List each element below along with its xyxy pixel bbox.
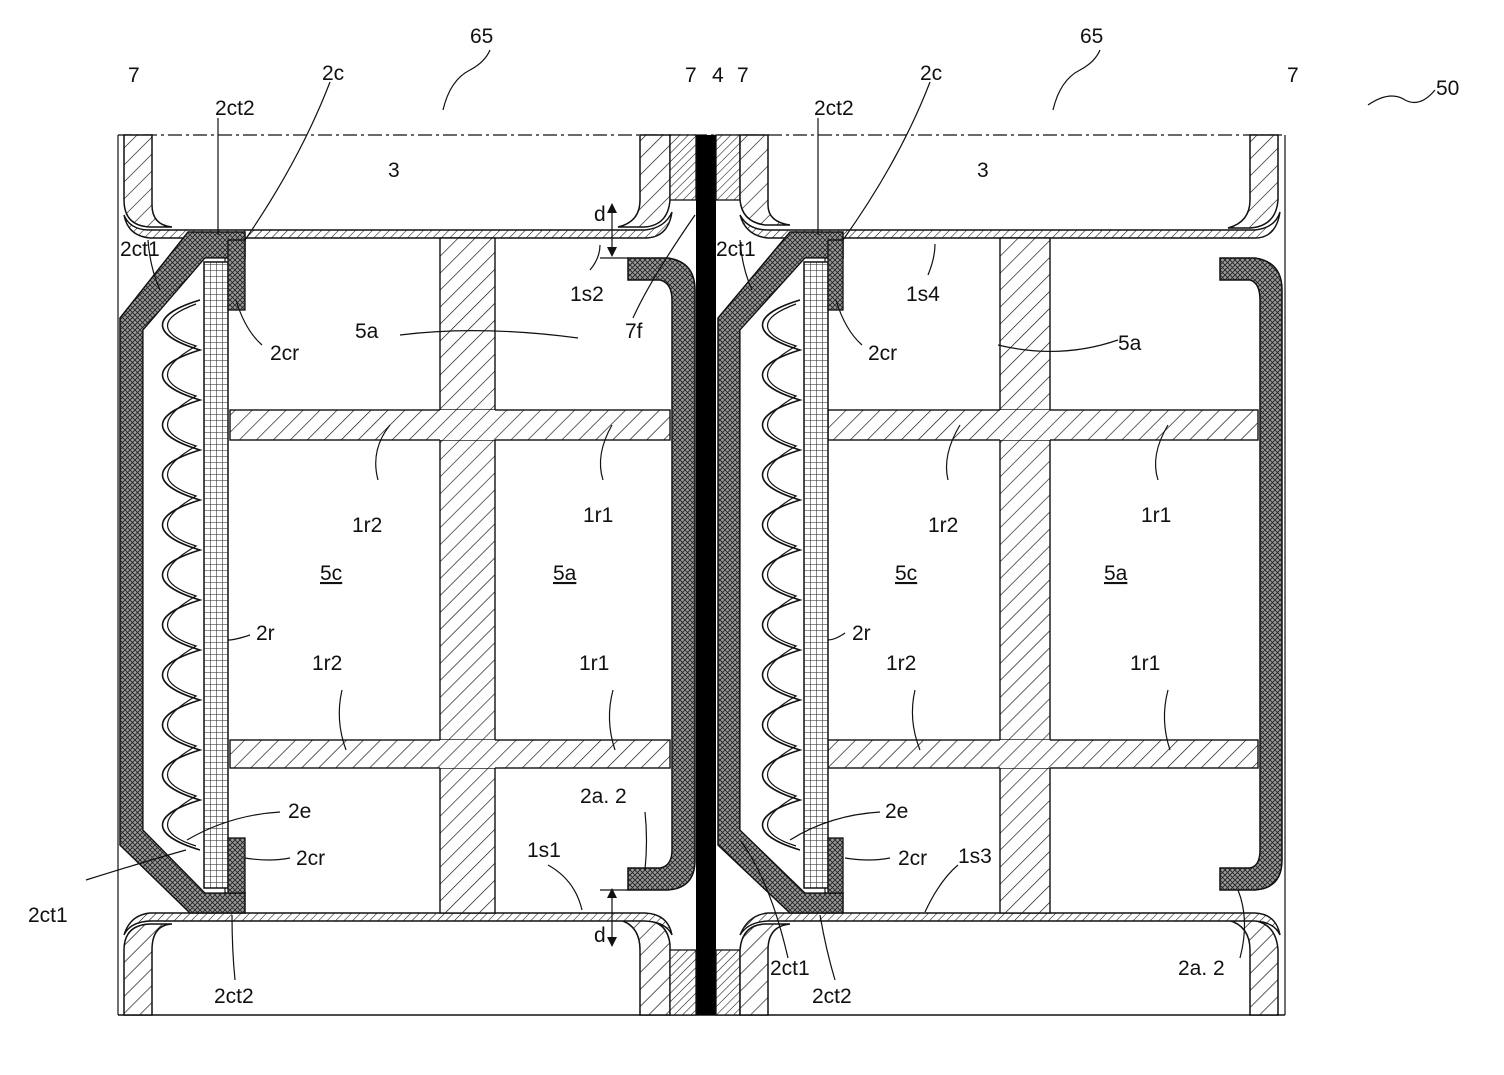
label-2r-left: 2r	[256, 622, 275, 645]
seal-7-top-sep-left	[670, 135, 696, 200]
label-5a-top-right: 5a	[1118, 332, 1142, 355]
label-1r1-d: 1r1	[1130, 652, 1160, 675]
label-2cr-top-right: 2cr	[868, 342, 897, 365]
label-2ct1-bottom-left: 2ct1	[28, 904, 68, 927]
label-2ct2-bottom-left: 2ct2	[214, 985, 254, 1008]
label-2ct1-bottom-right: 2ct1	[770, 957, 810, 980]
label-2e-right: 2e	[885, 800, 908, 823]
label-65-right: 65	[1080, 25, 1103, 48]
label-d-top: d	[594, 203, 606, 226]
label-1r1-a: 1r1	[583, 504, 613, 527]
label-3-left: 3	[388, 159, 400, 182]
seal-7-bottom-right-b	[1228, 920, 1278, 1015]
label-2c-left: 2c	[322, 62, 344, 85]
label-3-right: 3	[977, 159, 989, 182]
label-1r2-c: 1r2	[312, 652, 342, 675]
label-2a2-bottom: 2a. 2	[1178, 957, 1225, 980]
gap-dimension	[600, 203, 628, 947]
label-7f: 7f	[625, 320, 643, 343]
label-5a-mid-right: 5a	[1104, 562, 1128, 585]
label-1r2-a: 1r2	[352, 514, 382, 537]
label-7-c: 7	[737, 64, 749, 87]
label-2ct2-top-left: 2ct2	[215, 97, 255, 120]
label-1r1-b: 1r1	[1141, 504, 1171, 527]
label-5c-right: 5c	[895, 562, 917, 585]
seal-7-top-right-a	[740, 135, 790, 225]
label-1s3: 1s3	[958, 845, 992, 868]
label-1r2-d: 1r2	[886, 652, 916, 675]
label-4: 4	[712, 64, 724, 87]
label-1s2: 1s2	[570, 283, 604, 306]
seal-7-bottom-mid	[620, 920, 670, 1015]
label-2e-left: 2e	[288, 800, 311, 823]
electrode-2r-left	[204, 262, 228, 888]
label-65-left: 65	[470, 25, 493, 48]
label-2cr-bottom-right: 2cr	[898, 847, 927, 870]
label-2ct2-bottom-right: 2ct2	[812, 985, 852, 1008]
terminal-2a2-left	[628, 258, 695, 890]
label-1r1-c: 1r1	[579, 652, 609, 675]
label-50: 50	[1436, 77, 1459, 100]
right-cell	[716, 135, 1282, 1015]
electrode-2r-right	[804, 262, 828, 888]
label-1s1: 1s1	[527, 839, 561, 862]
seal-7-bottom-sep-right	[716, 950, 740, 1015]
label-2ct1-top-left: 2ct1	[120, 238, 160, 261]
seal-7-bottom-left	[124, 924, 172, 1015]
seal-7-top-left	[124, 135, 172, 227]
left-cell	[120, 135, 696, 1015]
label-2ct2-top-right: 2ct2	[814, 97, 854, 120]
label-7-a: 7	[128, 64, 140, 87]
separator-4	[696, 135, 716, 1015]
seal-7-top-sep-right	[716, 135, 740, 200]
label-1s4: 1s4	[906, 283, 940, 306]
label-7-d: 7	[1287, 64, 1299, 87]
label-d-bottom: d	[594, 924, 606, 947]
label-2ct1-top-right: 2ct1	[716, 238, 756, 261]
label-2cr-top-left: 2cr	[270, 342, 299, 365]
seal-7-top-right-b	[1228, 135, 1278, 228]
label-2cr-bottom-left: 2cr	[296, 847, 325, 870]
label-2a2-top: 2a. 2	[580, 785, 627, 808]
label-5c-left: 5c	[320, 562, 342, 585]
label-2c-right: 2c	[920, 62, 942, 85]
terminal-2a2-right	[1220, 258, 1282, 890]
label-1r2-b: 1r2	[928, 514, 958, 537]
plate-3-bottom	[124, 913, 672, 935]
label-5a-mid-left: 5a	[553, 562, 577, 585]
label-2r-right: 2r	[852, 622, 871, 645]
seal-7-bottom-sep-left	[670, 950, 696, 1015]
label-7-b: 7	[685, 64, 697, 87]
seal-7-top-mid	[618, 135, 670, 227]
label-5a-top-left: 5a	[355, 320, 379, 343]
